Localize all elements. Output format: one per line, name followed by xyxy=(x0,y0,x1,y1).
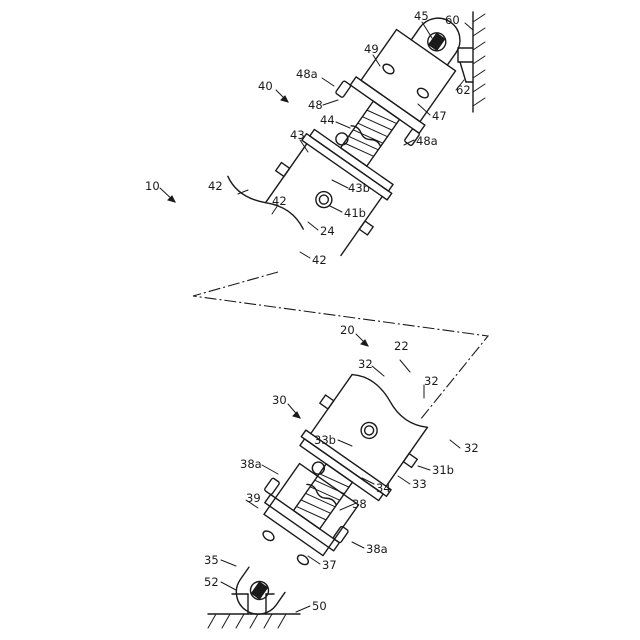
label-33: 33 xyxy=(412,477,427,491)
hole-42-inner xyxy=(318,193,331,206)
block-hole xyxy=(416,86,430,99)
label-50: 50 xyxy=(312,599,327,613)
label-40: 40 xyxy=(258,79,273,93)
hole-32-inner xyxy=(363,424,376,437)
label-52: 52 xyxy=(204,575,219,589)
spring-44 xyxy=(341,101,400,166)
hole-32 xyxy=(358,419,380,441)
label-37: 37 xyxy=(322,558,337,572)
label-31b: 31b xyxy=(432,463,454,477)
label-39: 39 xyxy=(246,491,261,505)
eye-pin-core xyxy=(251,582,267,599)
label-33b: 33b xyxy=(314,433,336,447)
bolt-48a-top xyxy=(335,80,351,97)
bolt-38a-bottom xyxy=(333,526,349,543)
label-44: 44 xyxy=(320,113,335,127)
phantom-line xyxy=(193,272,488,420)
floor-50 xyxy=(208,614,300,628)
label-32-center: 32 xyxy=(424,374,439,388)
bolt-32-bottom xyxy=(403,454,417,468)
label-30: 30 xyxy=(272,393,287,407)
label-42-center: 42 xyxy=(272,194,287,208)
label-43: 43 xyxy=(290,128,305,142)
label-10: 10 xyxy=(145,179,160,193)
label-38a-top: 38a xyxy=(240,457,262,471)
label-35: 35 xyxy=(204,553,219,567)
label-42-left: 42 xyxy=(208,179,223,193)
label-49: 49 xyxy=(364,42,379,56)
label-48a-right: 48a xyxy=(416,134,438,148)
block-hole xyxy=(381,62,395,75)
label-24: 24 xyxy=(320,224,335,238)
label-38a-bottom: 38a xyxy=(366,542,388,556)
bracket-62 xyxy=(458,48,473,82)
block-hole xyxy=(296,553,310,566)
bolt-38a-top xyxy=(264,478,280,495)
label-42-bottom: 42 xyxy=(312,253,327,267)
label-43b: 43b xyxy=(348,181,370,195)
wall-60 xyxy=(473,12,485,112)
label-48: 48 xyxy=(308,98,323,112)
label-32-right: 32 xyxy=(464,441,479,455)
bolt-32-top xyxy=(320,395,334,409)
label-41b: 41b xyxy=(344,206,366,220)
label-20: 20 xyxy=(340,323,355,337)
label-22: 22 xyxy=(394,339,409,353)
reference-labels: 45 60 49 48a 62 40 48 47 44 48a 43 43b 1… xyxy=(145,9,479,613)
label-45: 45 xyxy=(414,9,429,23)
label-60: 60 xyxy=(445,13,460,27)
label-48a-top: 48a xyxy=(296,67,318,81)
label-34: 34 xyxy=(376,481,391,495)
housing-break xyxy=(349,370,431,433)
label-47: 47 xyxy=(432,109,447,123)
block-hole xyxy=(261,529,275,542)
upper-assembly-40 xyxy=(224,0,494,266)
bolt-42-bottom xyxy=(359,221,373,235)
spring-34 xyxy=(293,464,352,529)
housing-break xyxy=(224,171,306,234)
label-62: 62 xyxy=(456,83,471,97)
label-32-top: 32 xyxy=(358,357,373,371)
arrows xyxy=(160,90,368,418)
label-38: 38 xyxy=(352,497,367,511)
bolt-42-top xyxy=(276,163,290,177)
housing-22 xyxy=(311,375,428,487)
